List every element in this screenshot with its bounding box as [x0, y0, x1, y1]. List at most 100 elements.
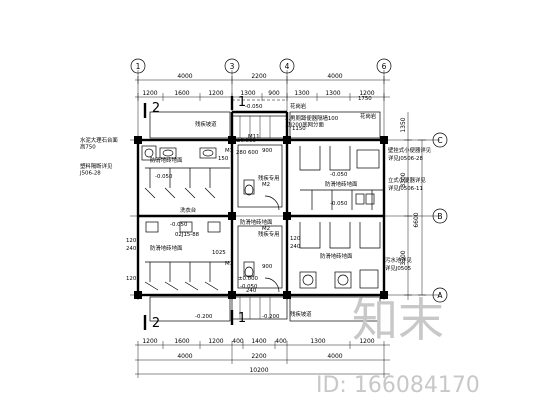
dim-120c: 120	[290, 236, 301, 242]
axis-label-4: 4	[285, 62, 290, 71]
dim-bottom-inner: 1600	[174, 338, 189, 345]
note-floor-bottom: 防滑地砖地面	[150, 244, 183, 252]
door-m2b: M2	[262, 226, 270, 232]
dim-top-4000b: 4000	[327, 73, 342, 80]
right-dimension-chain: 6600 3300 3300 1350	[400, 112, 426, 300]
dim-900b: 900	[262, 148, 273, 154]
section-mark-1-top: 1	[238, 95, 246, 110]
dim-bottom-inner: 1300	[310, 338, 325, 345]
dim-top-inner: 1200	[359, 90, 374, 97]
dim-right-1350: 1350	[400, 117, 407, 132]
dim-bottom-inner: 1200	[142, 338, 157, 345]
ramps	[149, 111, 381, 322]
dim-right-6600: 6600	[413, 212, 420, 227]
watermark: 知末 ID: 166084170	[316, 293, 480, 398]
dim-150: 150	[218, 156, 229, 162]
dim-bottom-inner: 400	[275, 338, 287, 345]
top-dimension-chain: 4000 2200 4000 1200 1600 1200 1300 900 1…	[135, 73, 390, 101]
dim-1750: 1750	[358, 96, 372, 102]
note-floor-male: 防滑地砖地面	[325, 180, 358, 188]
watermark-id: ID: 166084170	[316, 373, 480, 398]
dim-top-4000a: 4000	[177, 73, 192, 80]
note-floor-top: 防滑地砖地面	[150, 156, 183, 164]
dim-top-inner: 900	[268, 90, 280, 97]
dim-bottom-inner: 1200	[208, 338, 223, 345]
stalls-lower-left	[144, 221, 230, 291]
dim-top-inner: 1200	[142, 90, 157, 97]
note-waste-ref: 详见J0505	[385, 264, 411, 272]
note-male-stall: 立式小便器详见	[388, 176, 426, 184]
note-corridor-top: 残疾坡道	[195, 120, 217, 128]
section-mark-2-bottom: 2	[152, 316, 160, 331]
elev-bottom2: -0.200	[262, 314, 280, 320]
axis-label-3: 3	[230, 62, 235, 71]
accessible-core	[232, 99, 287, 293]
dim-bottom-4000a: 4000	[177, 353, 192, 360]
note-stone-right: 花岗岩	[360, 112, 377, 120]
axis-label-1: 1	[136, 62, 141, 71]
note-male-urinal-ref: 详见J0506-28	[388, 154, 423, 162]
dim-bottom-inner: 1400	[251, 338, 266, 345]
dim-right-3300a: 3300	[400, 172, 407, 187]
door-m2: M2	[262, 182, 270, 188]
dim-top-inner: 1600	[174, 90, 189, 97]
dim-900a: 900	[262, 264, 273, 270]
dim-top-2200: 2200	[251, 73, 266, 80]
dim-bottom-4000b: 4000	[327, 353, 342, 360]
dim-600: 600	[248, 150, 259, 156]
dim-top-inner: 1300	[294, 90, 309, 97]
dim-top-inner: 1200	[208, 90, 223, 97]
elev-zero: ±0.000	[236, 138, 257, 144]
axis-label-B: B	[437, 212, 442, 221]
note-disabled-lower: 残疾专用	[258, 230, 280, 238]
dim-top-inner: 1300	[240, 90, 255, 97]
note-vent: 洗衣台	[180, 206, 196, 214]
dim-280: 280	[236, 150, 247, 156]
note-female-sink: 水泥大理石台面高750	[80, 136, 118, 151]
note-corridor-bottom: 残疾坡道	[290, 310, 312, 318]
door-m11: M11	[248, 134, 260, 140]
section-mark-2-top: 2	[152, 101, 160, 116]
elev-right: -0.050	[330, 172, 348, 178]
building-walls	[134, 110, 388, 299]
note-floor-male-bottom: 防滑地砖地面	[320, 252, 353, 260]
dim-right-3300b: 3300	[400, 250, 407, 265]
dim-120a: 120	[126, 238, 137, 244]
stalls-upper-left	[141, 145, 230, 199]
dim-1025: 1025	[212, 250, 226, 256]
note-male-stall-ref: 详见J0506-11	[388, 184, 423, 192]
axis-label-A: A	[437, 291, 443, 300]
elev-top: -0.050	[245, 104, 263, 110]
note-waste: 污水池详见	[385, 256, 413, 264]
dim-240x: 240	[246, 288, 257, 294]
dim-240a: 240	[126, 246, 137, 252]
stalls-lower-right	[299, 222, 381, 289]
elev-mid-left: -0.050	[170, 222, 188, 228]
section-marks: 2 1 2 1	[143, 95, 246, 331]
dim-120b: 120	[126, 276, 137, 282]
dim-top-inner: 1300	[325, 90, 340, 97]
section-mark-1-bottom: 1	[238, 311, 246, 326]
axis-label-6: 6	[382, 62, 387, 71]
elev-mid-right: -0.050	[330, 201, 348, 207]
note-floor-mid: 防滑地砖地面	[240, 218, 273, 226]
bottom-dimension-chain: 1200 1600 1200 400 1400 400 1300 1200 40…	[135, 338, 390, 378]
dim-1150: 1150	[292, 126, 306, 132]
dim-bottom-inner: 1200	[359, 338, 374, 345]
dim-bottom-2200: 2200	[251, 353, 266, 360]
note-stone-top: 花岗岩	[290, 102, 307, 110]
door-m1: M1	[225, 148, 233, 154]
note-disabled-mid: 残疾专用	[258, 174, 280, 182]
elev-bottom: -0.200	[195, 314, 213, 320]
elev-lower-050: -0.050	[240, 284, 258, 290]
dim-240b: 240	[290, 244, 301, 250]
elev-left: -0.050	[155, 174, 173, 180]
elev-lower-zero: ±0.000	[238, 276, 259, 282]
note-door-ref: 02J15-88	[175, 232, 200, 238]
dim-bottom-total: 10200	[249, 367, 268, 374]
stalls-upper-right	[299, 146, 384, 210]
